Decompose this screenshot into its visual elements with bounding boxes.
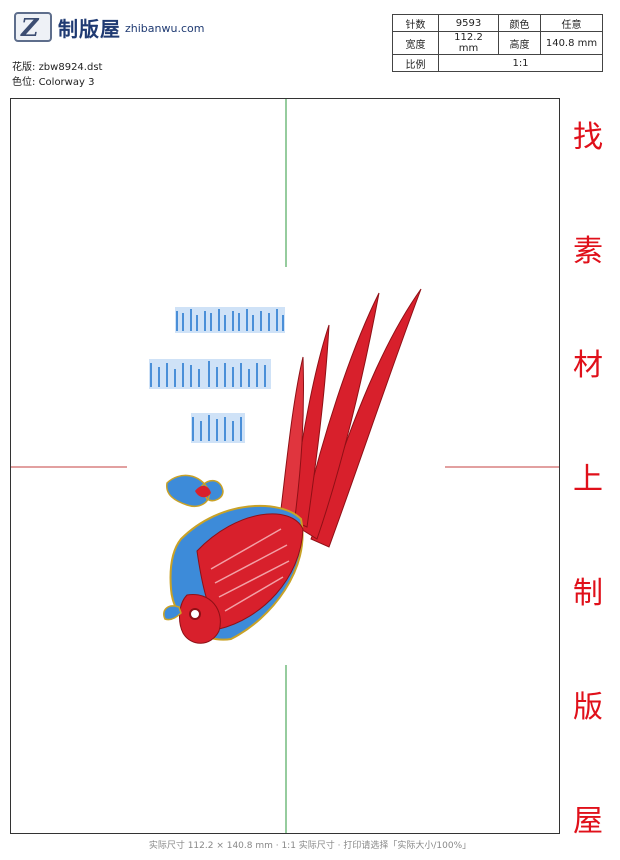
ratio-value: 1:1 bbox=[438, 54, 603, 72]
colors-value: 任意 bbox=[540, 14, 603, 32]
logo: Z 制版屋 zhibanwu.com bbox=[14, 12, 204, 42]
colors-label: 颜色 bbox=[498, 14, 541, 32]
lettering-line-3 bbox=[191, 413, 245, 443]
parrot-eye bbox=[189, 608, 201, 620]
color-label: 色位: bbox=[12, 77, 36, 88]
side-char-6: 版 bbox=[573, 690, 603, 725]
file-value: zbw8924.dst bbox=[38, 62, 103, 73]
butterfly-wing-red bbox=[195, 485, 211, 498]
width-value: 112.2 mm bbox=[438, 31, 499, 55]
spec-table: 针数 9593 颜色 任意 宽度 112.2 mm 高度 140.8 mm 比例… bbox=[392, 14, 603, 72]
parrot-beak bbox=[163, 605, 182, 621]
lettering-line-2 bbox=[149, 359, 271, 389]
side-char-4: 上 bbox=[573, 462, 603, 497]
logo-name: 制版屋 bbox=[58, 16, 121, 41]
logo-url: zhibanwu.com bbox=[125, 22, 205, 35]
side-char-1: 找 bbox=[573, 120, 603, 155]
parrot-tail-feather-4 bbox=[280, 356, 305, 518]
parrot-tail-feather-2 bbox=[300, 292, 380, 540]
color-info: 色位: Colorway 3 bbox=[12, 73, 94, 88]
height-label: 高度 bbox=[498, 31, 541, 55]
design-frame bbox=[10, 98, 560, 834]
side-char-7: 屋 bbox=[573, 804, 603, 839]
footer-note: 实际尺寸 112.2 × 140.8 mm · 1:1 实际尺寸 · 打印请选择… bbox=[148, 841, 472, 851]
side-char-5: 制 bbox=[573, 576, 603, 611]
logo-mark: Z bbox=[14, 12, 52, 42]
ratio-label: 比例 bbox=[392, 54, 439, 72]
stitches-value: 9593 bbox=[438, 14, 499, 32]
width-label: 宽度 bbox=[392, 31, 439, 55]
side-char-3: 材 bbox=[573, 348, 603, 383]
file-info: 花版: zbw8924.dst bbox=[12, 58, 102, 73]
side-char-2: 素 bbox=[573, 234, 603, 269]
butterfly bbox=[166, 474, 224, 507]
parrot-wing-stripes bbox=[210, 528, 290, 612]
design-canvas bbox=[11, 99, 559, 833]
stitches-label: 针数 bbox=[392, 14, 439, 32]
embroidery-lettering bbox=[149, 307, 285, 443]
file-label: 花版: bbox=[12, 62, 36, 73]
lettering-line-1 bbox=[175, 307, 285, 333]
height-value: 140.8 mm bbox=[540, 31, 603, 55]
parrot-embroidery bbox=[163, 288, 422, 644]
color-value: Colorway 3 bbox=[38, 77, 95, 88]
